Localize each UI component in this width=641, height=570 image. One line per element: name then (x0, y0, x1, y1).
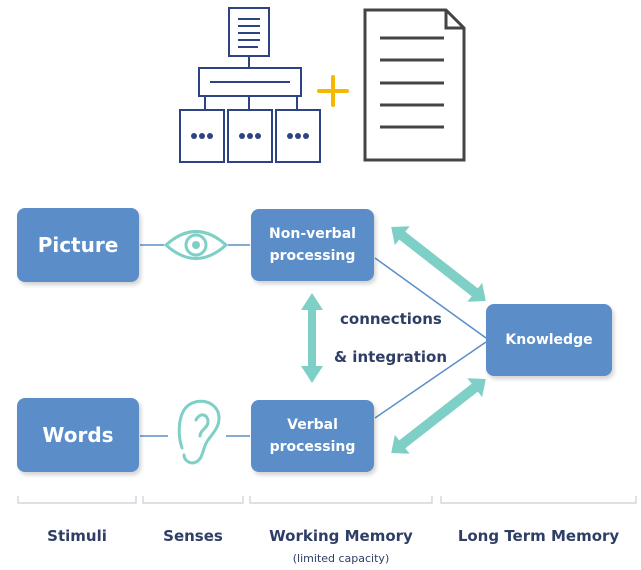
integration-label: & integration (334, 348, 448, 366)
column-label-long-term-memory: Long Term Memory (457, 527, 620, 545)
words-label: Words (42, 423, 114, 447)
connections-label: connections (340, 310, 442, 328)
document-icon (363, 8, 466, 162)
picture-box: Picture (17, 208, 139, 282)
column-brackets (17, 496, 637, 504)
nonverbal-processing-box: Non-verbal processing (251, 209, 374, 281)
column-label-working-memory: Working Memory (269, 527, 413, 545)
nonverbal-label-line2: processing (269, 248, 356, 264)
ear-icon (177, 399, 221, 465)
picture-label: Picture (37, 233, 119, 257)
connector-lines (140, 244, 487, 437)
nonverbal-label-line1: Non-verbal (269, 226, 356, 242)
eye-icon (163, 230, 229, 260)
plus-icon (317, 75, 349, 107)
vertical-double-arrow (301, 293, 323, 383)
verbal-processing-box: Verbal processing (251, 400, 374, 472)
hierarchy-chart-icon (179, 7, 321, 163)
verbal-label-line2: processing (269, 439, 356, 455)
column-label-stimuli: Stimuli (47, 527, 107, 545)
lower-double-arrow (391, 378, 486, 454)
upper-double-arrow (391, 226, 486, 302)
column-label-senses: Senses (163, 527, 223, 545)
verbal-label-line1: Verbal (287, 417, 338, 433)
knowledge-label: Knowledge (505, 332, 593, 348)
working-memory-note: (limited capacity) (292, 552, 390, 565)
knowledge-box: Knowledge (486, 304, 612, 376)
words-box: Words (17, 398, 139, 472)
